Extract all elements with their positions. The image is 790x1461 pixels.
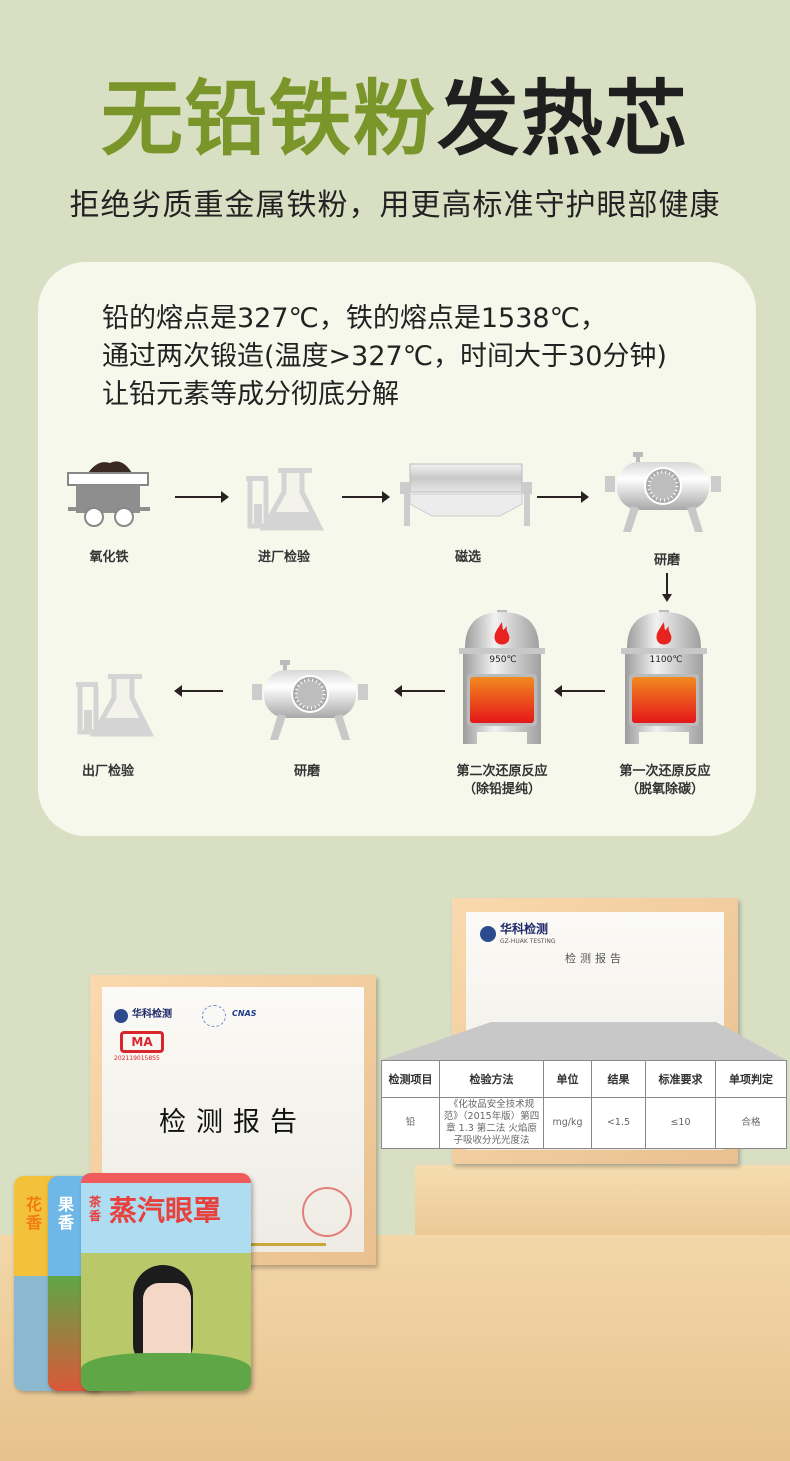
- shelf-upper: [415, 1165, 790, 1245]
- flow-arrow: [400, 690, 445, 692]
- magnetic-separator-icon: [400, 463, 532, 526]
- table-cell: mg/kg: [543, 1097, 592, 1149]
- step-sub: （除铅提纯）: [462, 782, 541, 797]
- furnace-temp: 1100℃: [649, 655, 683, 665]
- furnace-icon: [459, 610, 545, 744]
- brand-logo-icon: [480, 926, 496, 942]
- title-dark: 发热芯: [437, 72, 690, 167]
- flow-arrow: [180, 690, 223, 692]
- magnifier-trapezoid: [381, 1022, 786, 1060]
- step-label: 第一次还原反应 （脱氧除碳）: [595, 763, 735, 799]
- mine-cart-icon: [67, 461, 150, 527]
- table-header: 单项判定: [715, 1060, 787, 1098]
- arrow-head: [554, 685, 562, 697]
- flow-arrow: [560, 690, 605, 692]
- pack-scent: 茶香: [89, 1195, 102, 1223]
- arrow-head: [174, 685, 182, 697]
- table-header: 标准要求: [645, 1060, 716, 1098]
- intro-line: 铅的熔点是327℃，铁的熔点是1538℃，: [102, 303, 607, 334]
- table-cell: 铅: [381, 1097, 440, 1149]
- step-label: 研磨: [293, 764, 320, 779]
- step-label: 第二次还原反应 （除铅提纯）: [432, 763, 572, 799]
- step-title: 第二次还原反应: [456, 764, 548, 779]
- flow-arrow: [342, 496, 384, 498]
- intro-line: 通过两次锻造(温度>327℃，时间大于30分钟): [102, 341, 667, 372]
- arrow-head: [221, 491, 229, 503]
- step-title: 第一次还原反应: [619, 764, 711, 779]
- flow-arrow-down: [666, 573, 668, 595]
- table-header: 检测项目: [381, 1060, 440, 1098]
- product-pack-front: 茶香 蒸汽眼罩: [81, 1173, 251, 1391]
- cert-code: 2021190158S5: [114, 1055, 160, 1062]
- step-label: 进厂检验: [257, 550, 310, 565]
- subtitle: 拒绝劣质重金属铁粉，用更高标准守护眼部健康: [69, 188, 721, 223]
- cert-title: 检测报告: [565, 952, 625, 965]
- page-title: 无铅铁粉发热芯: [0, 70, 790, 170]
- table-header-row: 检测项目 检验方法 单位 结果 标准要求 单项判定: [381, 1060, 787, 1098]
- cnas-logo: CNAS: [232, 1009, 257, 1018]
- step-label: 研磨: [653, 553, 680, 568]
- table-cell: 合格: [715, 1097, 787, 1149]
- red-seal-icon: [302, 1187, 352, 1237]
- flow-arrow: [175, 496, 223, 498]
- furnace-temp: 950℃: [489, 655, 517, 665]
- grinding-tank-icon: [252, 660, 368, 740]
- cert-brand: 华科检测: [500, 922, 549, 936]
- cert-brand: 华科检测: [132, 1009, 172, 1020]
- lab-flask-icon: [76, 674, 154, 737]
- step-label: 氧化铁: [89, 550, 129, 565]
- lab-flask-icon: [246, 468, 324, 531]
- step-sub: （脱氧除碳）: [625, 782, 704, 797]
- pack-leaves: [81, 1353, 251, 1391]
- ma-logo: MA: [120, 1031, 164, 1053]
- arrow-head: [581, 491, 589, 503]
- arrow-head: [382, 491, 390, 503]
- pack-top-band: [81, 1173, 251, 1183]
- process-intro: 铅的熔点是327℃，铁的熔点是1538℃， 通过两次锻造(温度>327℃，时间大…: [102, 300, 667, 414]
- table-header: 检验方法: [439, 1060, 544, 1098]
- flow-arrow: [537, 496, 583, 498]
- brand-logo-icon: [114, 1009, 128, 1023]
- pack-scent: 果香: [58, 1195, 75, 1232]
- ilac-logo-icon: [202, 1005, 226, 1027]
- pack-product-name: 蒸汽眼罩: [109, 1194, 222, 1227]
- table-header: 结果: [591, 1060, 646, 1098]
- cert-brand-en: GZ-HUAK TESTING: [500, 938, 556, 945]
- table-row: 铅 《化妆品安全技术规范》（2015年版）第四章 1.3 第二法 火焰原子吸收分…: [381, 1097, 787, 1149]
- pack-scent: 花香: [26, 1195, 43, 1232]
- table-header: 单位: [543, 1060, 592, 1098]
- table-cell: ≤10: [645, 1097, 716, 1149]
- magnified-result-table: 检测项目 检验方法 单位 结果 标准要求 单项判定 铅 《化妆品安全技术规范》（…: [381, 1060, 787, 1149]
- title-green: 无铅铁粉: [100, 72, 437, 167]
- grinding-tank-icon: [605, 452, 721, 532]
- table-cell: <1.5: [591, 1097, 646, 1149]
- step-label: 磁选: [454, 550, 481, 565]
- intro-line: 让铅元素等成分彻底分解: [102, 379, 399, 410]
- cert-title: 检测报告: [159, 1107, 307, 1138]
- table-cell: 《化妆品安全技术规范》（2015年版）第四章 1.3 第二法 火焰原子吸收分光光…: [439, 1097, 544, 1149]
- arrow-head: [394, 685, 402, 697]
- step-label: 出厂检验: [81, 764, 134, 779]
- arrow-head: [662, 594, 672, 602]
- furnace-icon: [621, 610, 707, 744]
